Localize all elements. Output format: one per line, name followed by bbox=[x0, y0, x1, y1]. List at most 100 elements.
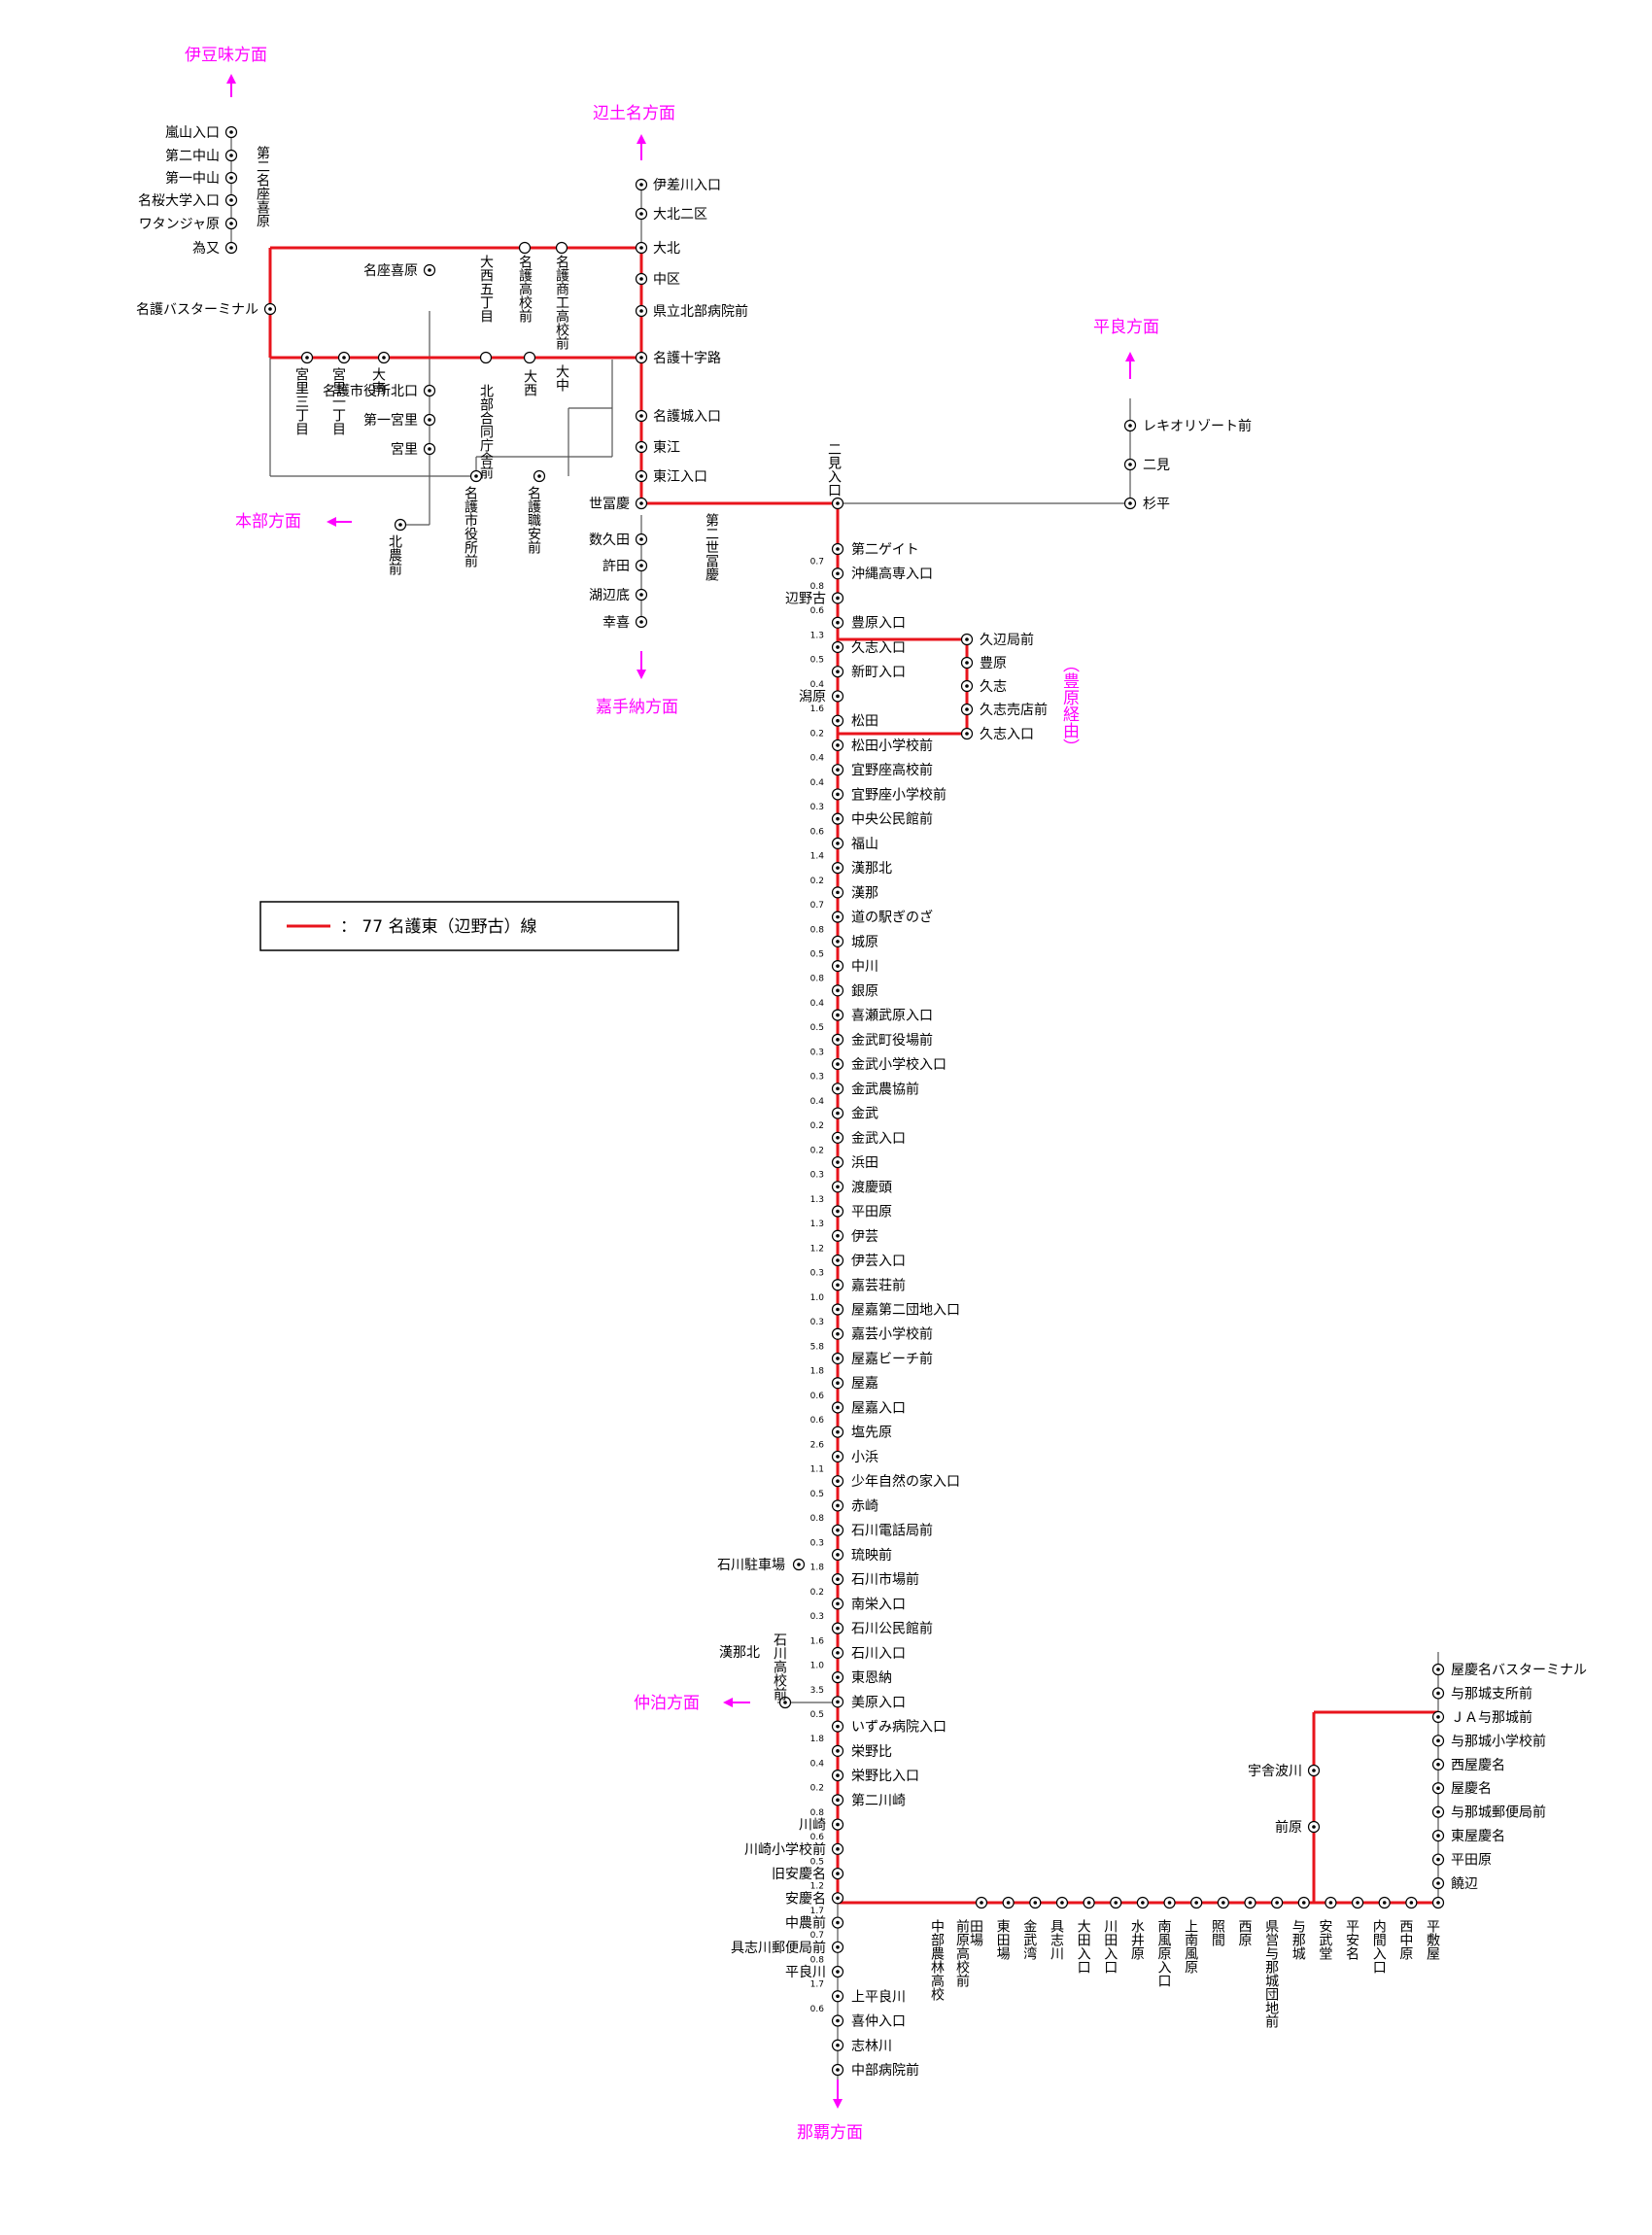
stop-dot bbox=[1436, 1809, 1440, 1814]
stop-main-61: 喜仲入口 bbox=[831, 2014, 906, 2030]
stop-label: 松田 bbox=[851, 714, 878, 730]
distance-labels: 0.70.80.61.30.50.41.60.20.40.40.30.61.40… bbox=[810, 558, 825, 2014]
stop-main-46: 石川入口 bbox=[831, 1646, 906, 1662]
distance-label: 0.7 bbox=[810, 901, 824, 911]
stop-label: 石川電話局前 bbox=[851, 1523, 933, 1539]
stop-main-29: 伊芸 bbox=[831, 1229, 878, 1245]
distance-label: 0.2 bbox=[810, 1146, 824, 1155]
distance-label: 0.4 bbox=[810, 1097, 825, 1107]
stop-label: 平安名 bbox=[1344, 1919, 1359, 1960]
stop-east-1: 二見 bbox=[1123, 458, 1170, 473]
stop-dot bbox=[639, 277, 643, 281]
stop-dot bbox=[1222, 1901, 1225, 1905]
direction-taira: 平良方面 bbox=[1093, 318, 1159, 337]
stop-dot bbox=[836, 1528, 840, 1532]
stop-dot bbox=[229, 176, 233, 180]
stop-gushikawa-2: 金武湾 bbox=[1021, 1896, 1042, 1960]
stop-label: 宮里 bbox=[391, 442, 418, 458]
distance-label: 0.4 bbox=[810, 680, 825, 690]
stop-label: 内間入口 bbox=[1371, 1919, 1387, 1974]
stop-maehara-hs: 前原高校前 bbox=[954, 1918, 970, 1988]
stop-dot bbox=[836, 816, 840, 821]
stop-main-13: 福山 bbox=[831, 837, 878, 852]
distance-label: 0.3 bbox=[810, 1269, 824, 1279]
stop-dot bbox=[836, 1503, 840, 1508]
stop-west-6: 名護バスターミナル bbox=[136, 302, 277, 318]
stop-west-0: 為又 bbox=[192, 241, 238, 257]
stop-label: 久志 bbox=[980, 679, 1007, 695]
stop-dot bbox=[836, 1405, 840, 1410]
stop-dot bbox=[836, 1307, 840, 1312]
stop-dot bbox=[1312, 1825, 1316, 1829]
stop-dot bbox=[1436, 1691, 1440, 1696]
stop-dot bbox=[398, 523, 402, 527]
stop-main-42: 琉映前 bbox=[831, 1547, 892, 1564]
distance-label: 0.3 bbox=[810, 1048, 824, 1057]
stop-label: 石川入口 bbox=[851, 1646, 906, 1662]
stop-dot bbox=[305, 356, 309, 360]
stop-label: 中農前 bbox=[785, 1915, 826, 1932]
stop-yonashiro-2: ＪＡ与那城前 bbox=[1431, 1709, 1532, 1726]
stop-west-2: 名桜大学入口 bbox=[138, 193, 238, 209]
stop-label: 屋嘉入口 bbox=[851, 1400, 906, 1416]
distance-label: 1.6 bbox=[810, 705, 825, 714]
stop-main-30: 伊芸入口 bbox=[831, 1254, 906, 1269]
stop-gushikawa-7: 南風原入口 bbox=[1156, 1896, 1176, 1987]
stop-label: 東江入口 bbox=[653, 469, 707, 485]
stop-vertical-6: 大中 bbox=[554, 364, 569, 392]
stop-label: 宇舎波川 bbox=[1248, 1764, 1302, 1779]
stop-main-47: 東恩納 bbox=[831, 1670, 892, 1686]
stop-yonashiro-9: 饒辺 bbox=[1431, 1875, 1478, 1892]
stop-nago-7: 湖辺底 bbox=[589, 588, 648, 603]
stop-label: 栄野比 bbox=[851, 1744, 892, 1760]
stop-label: 石川高校前 bbox=[772, 1633, 787, 1702]
distance-label: 1.8 bbox=[810, 1367, 825, 1377]
stop-label: 漢那 bbox=[851, 885, 878, 901]
stop-label: 県営与那城団地前 bbox=[1263, 1919, 1279, 2029]
stop-dot bbox=[639, 474, 643, 478]
stop-label: 伊芸入口 bbox=[851, 1254, 906, 1269]
stop-main-63: 中部病院前 bbox=[831, 2062, 919, 2079]
distance-label: 0.4 bbox=[810, 999, 825, 1009]
stop-label: 水井原 bbox=[1129, 1919, 1145, 1960]
stop-vertical-3: 名護商工高校前 bbox=[554, 255, 569, 351]
stop-main-12: 中央公民館前 bbox=[831, 811, 933, 828]
stop-gushikawa-0: 田場 bbox=[968, 1896, 988, 1946]
stop-label: 豊原入口 bbox=[851, 616, 906, 632]
stop-label: 第二ゲイト bbox=[851, 541, 919, 558]
stop-label: 金武農協前 bbox=[851, 1081, 919, 1097]
arrowhead-izumi bbox=[226, 74, 236, 84]
distance-label: 0.4 bbox=[810, 754, 825, 764]
direction-motobu: 本部方面 bbox=[235, 512, 301, 532]
stop-dot bbox=[836, 645, 840, 649]
stop-dot bbox=[836, 1626, 840, 1631]
route-77-lines bbox=[268, 246, 1438, 1905]
legend-label: ： 77 名護東（辺野古）線 bbox=[340, 917, 536, 937]
distance-label: 1.0 bbox=[810, 1662, 825, 1671]
stop-main-24: 金武 bbox=[831, 1107, 878, 1122]
stop-dot bbox=[639, 414, 643, 418]
stop-nago-2: 東江 bbox=[635, 440, 680, 456]
stop-dot bbox=[639, 356, 643, 360]
stop-main-56: 安慶名 bbox=[785, 1891, 844, 1907]
stop-east-2: 杉平 bbox=[1123, 497, 1170, 512]
stop-dot bbox=[1248, 1901, 1253, 1905]
stop-dot bbox=[1128, 424, 1132, 428]
stop-dot bbox=[1356, 1901, 1359, 1905]
stop-dot bbox=[836, 1185, 840, 1189]
stop-west-5: 嵐山入口 bbox=[165, 125, 238, 141]
stop-dot bbox=[836, 1601, 840, 1606]
stop-dot bbox=[639, 212, 643, 216]
stop-label: 石川市場前 bbox=[851, 1571, 919, 1588]
direction-izumi: 伊豆味方面 bbox=[185, 46, 267, 65]
distance-label: 1.3 bbox=[810, 1195, 824, 1205]
stop-label: 屋慶名バスターミナル bbox=[1451, 1663, 1587, 1678]
stop-label: 大西五丁目 bbox=[478, 255, 494, 323]
stop-label: 中央公民館前 bbox=[851, 811, 933, 828]
stop-futami-iriguchi: 二見入口 bbox=[826, 442, 844, 510]
stop-vertical-7: 第二世冨慶 bbox=[704, 512, 719, 581]
stop-main-21: 金武町役場前 bbox=[831, 1032, 933, 1049]
other-stops: 名護十字路名護城入口東江東江入口世冨慶数久田許田湖辺底幸喜県立北部病院前中区大北… bbox=[136, 125, 1587, 2029]
stop-main-51: 栄野比入口 bbox=[831, 1769, 919, 1784]
stop-main-31: 嘉芸荘前 bbox=[831, 1277, 906, 1293]
